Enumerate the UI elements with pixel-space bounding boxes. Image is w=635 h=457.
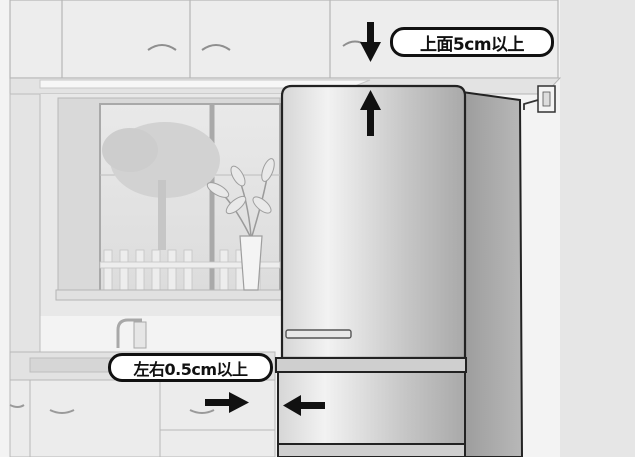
top-clearance-label: 上面5cm以上 (390, 27, 554, 57)
side-clearance-label: 左右0.5cm以上 (108, 353, 273, 382)
refrigerator (276, 86, 522, 457)
right-background (560, 0, 635, 457)
